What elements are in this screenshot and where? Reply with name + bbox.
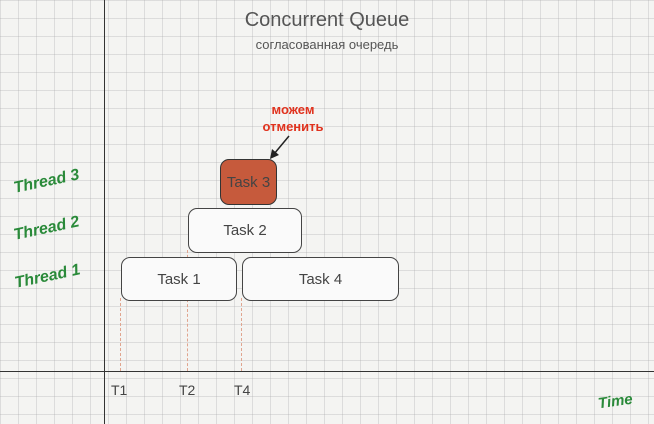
tick-t1: T1 xyxy=(111,382,128,398)
task-2-label: Task 2 xyxy=(223,222,267,239)
cancel-note-line-1: можем xyxy=(271,102,315,117)
x-axis xyxy=(0,371,654,372)
guide-t4 xyxy=(241,298,242,371)
task-4-label: Task 4 xyxy=(298,270,343,288)
y-axis xyxy=(104,0,105,424)
guide-t2 xyxy=(187,250,188,371)
cancel-note: можем отменить xyxy=(238,101,348,135)
task-1-label: Task 1 xyxy=(157,270,201,288)
cancel-note-line-2: отменить xyxy=(262,119,324,134)
diagram-subtitle: согласованная очередь xyxy=(255,37,399,52)
tick-t2: T2 xyxy=(179,382,196,398)
guide-t1 xyxy=(120,298,121,371)
diagram-title: Concurrent Queue xyxy=(244,9,410,31)
task-3-box: Task 3 xyxy=(220,159,277,205)
tick-t4: T4 xyxy=(234,382,251,398)
task-3-label: Task 3 xyxy=(226,173,271,191)
task-2-box: Task 2 xyxy=(188,208,302,253)
task-4-box: Task 4 xyxy=(242,257,399,301)
task-1-box: Task 1 xyxy=(121,257,237,301)
